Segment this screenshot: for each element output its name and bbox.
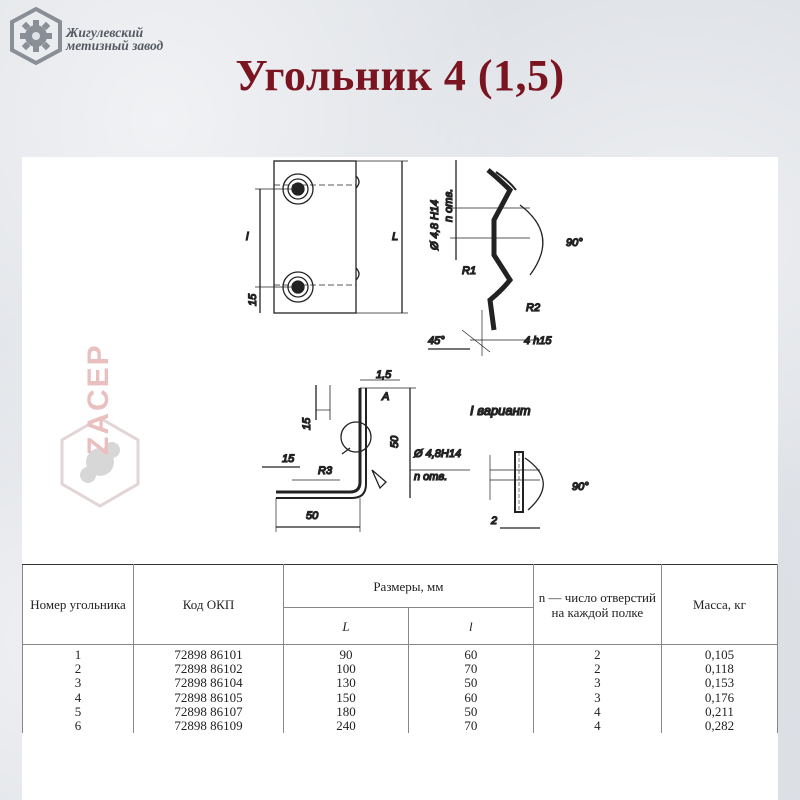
table-cell-L: 100 (283, 662, 409, 677)
table-cell-holes: 2 (532, 644, 662, 663)
header-sizes: Размеры, мм (283, 564, 534, 608)
table-cell-l: 70 (408, 662, 534, 677)
table-cell-n: 6 (22, 718, 134, 734)
table-cell-n: 3 (22, 676, 134, 691)
table-cell-n: 5 (22, 704, 134, 720)
label-15-horiz: 15 (282, 453, 295, 465)
label-hole-dia-2: Ø 4,8H14 (413, 448, 461, 460)
table-cell-l: 70 (408, 718, 534, 734)
table-cell-L: 180 (283, 704, 409, 720)
brand-line1: Жигулевский (66, 25, 144, 40)
label-big-l: L (392, 231, 398, 243)
page-title: Угольник 4 (1,5) (235, 51, 565, 100)
label-50-horiz: 50 (306, 510, 319, 522)
table-cell-n: 2 (22, 662, 134, 677)
table-cell-L: 90 (283, 644, 409, 663)
label-n-holes-2: n отв. (414, 471, 447, 483)
table-cell-l: 60 (408, 690, 534, 705)
label-4h15: 4 h15 (524, 335, 552, 347)
label-n-holes: n отв. (443, 189, 455, 222)
table-cell-holes: 3 (532, 690, 662, 705)
label-angle-90b: 90° (572, 481, 589, 493)
watermark: ZACEP (30, 310, 170, 540)
header-mass: Масса, кг (660, 564, 779, 645)
table-cell-holes: 2 (532, 662, 662, 677)
label-variant: I вариант (470, 403, 531, 418)
watermark-hexagon-icon (60, 416, 140, 508)
plate-outline (273, 160, 357, 314)
table-cell-okp: 72898 86104 (132, 676, 285, 691)
label-hole-dia: Ø 4,8 H14 (429, 200, 441, 251)
header-holes: n — число отверстий на каждой полке (532, 564, 662, 645)
table-cell-holes: 4 (532, 704, 662, 720)
table-cell-holes: 3 (532, 676, 662, 691)
label-45: 45° (428, 335, 445, 347)
label-15-vert: 15 (301, 417, 313, 430)
table-cell-mass: 0,176 (660, 690, 779, 705)
table-cell-l: 50 (408, 676, 534, 691)
table-cell-L: 150 (283, 690, 409, 705)
table-cell-n: 1 (22, 644, 134, 663)
table-cell-mass: 0,105 (660, 644, 779, 663)
label-r3: R3 (318, 465, 333, 477)
table-cell-n: 4 (22, 690, 134, 705)
label-a: A (381, 391, 389, 403)
table-cell-okp: 72898 86102 (132, 662, 285, 677)
table-cell-l: 50 (408, 704, 534, 720)
label-50-vert: 50 (389, 435, 401, 448)
table-cell-okp: 72898 86101 (132, 644, 285, 663)
table-cell-mass: 0,282 (660, 718, 779, 734)
gear-hexagon-icon (10, 6, 62, 66)
table-cell-okp: 72898 86109 (132, 718, 285, 734)
label-2: 2 (490, 515, 497, 527)
table-cell-mass: 0,211 (660, 704, 779, 720)
table-cell-l: 60 (408, 644, 534, 663)
label-r1: R1 (462, 265, 476, 277)
label-angle-90: 90° (566, 237, 583, 249)
brand-logo: Жигулевский метизный завод (8, 6, 268, 66)
brand-line2: метизный завод (66, 38, 164, 53)
header-l: l (408, 607, 534, 645)
brand-name: Жигулевский метизный завод (66, 25, 164, 53)
table-cell-okp: 72898 86107 (132, 704, 285, 720)
label-1-5: 1,5 (376, 369, 392, 381)
table-cell-mass: 0,118 (660, 662, 779, 677)
table-cell-L: 130 (283, 676, 409, 691)
spec-table: Номер угольника Код ОКП Размеры, мм n — … (22, 564, 779, 734)
label-small-l: l (246, 231, 249, 243)
label-15-left: 15 (247, 293, 259, 306)
table-cell-mass: 0,153 (660, 676, 779, 691)
header-number: Номер угольника (22, 564, 134, 645)
table-cell-L: 240 (283, 718, 409, 734)
table-cell-holes: 4 (532, 718, 662, 734)
header-L: L (283, 607, 409, 645)
table-cell-okp: 72898 86105 (132, 690, 285, 705)
header-okp: Код ОКП (132, 564, 285, 645)
label-r2: R2 (526, 302, 540, 314)
